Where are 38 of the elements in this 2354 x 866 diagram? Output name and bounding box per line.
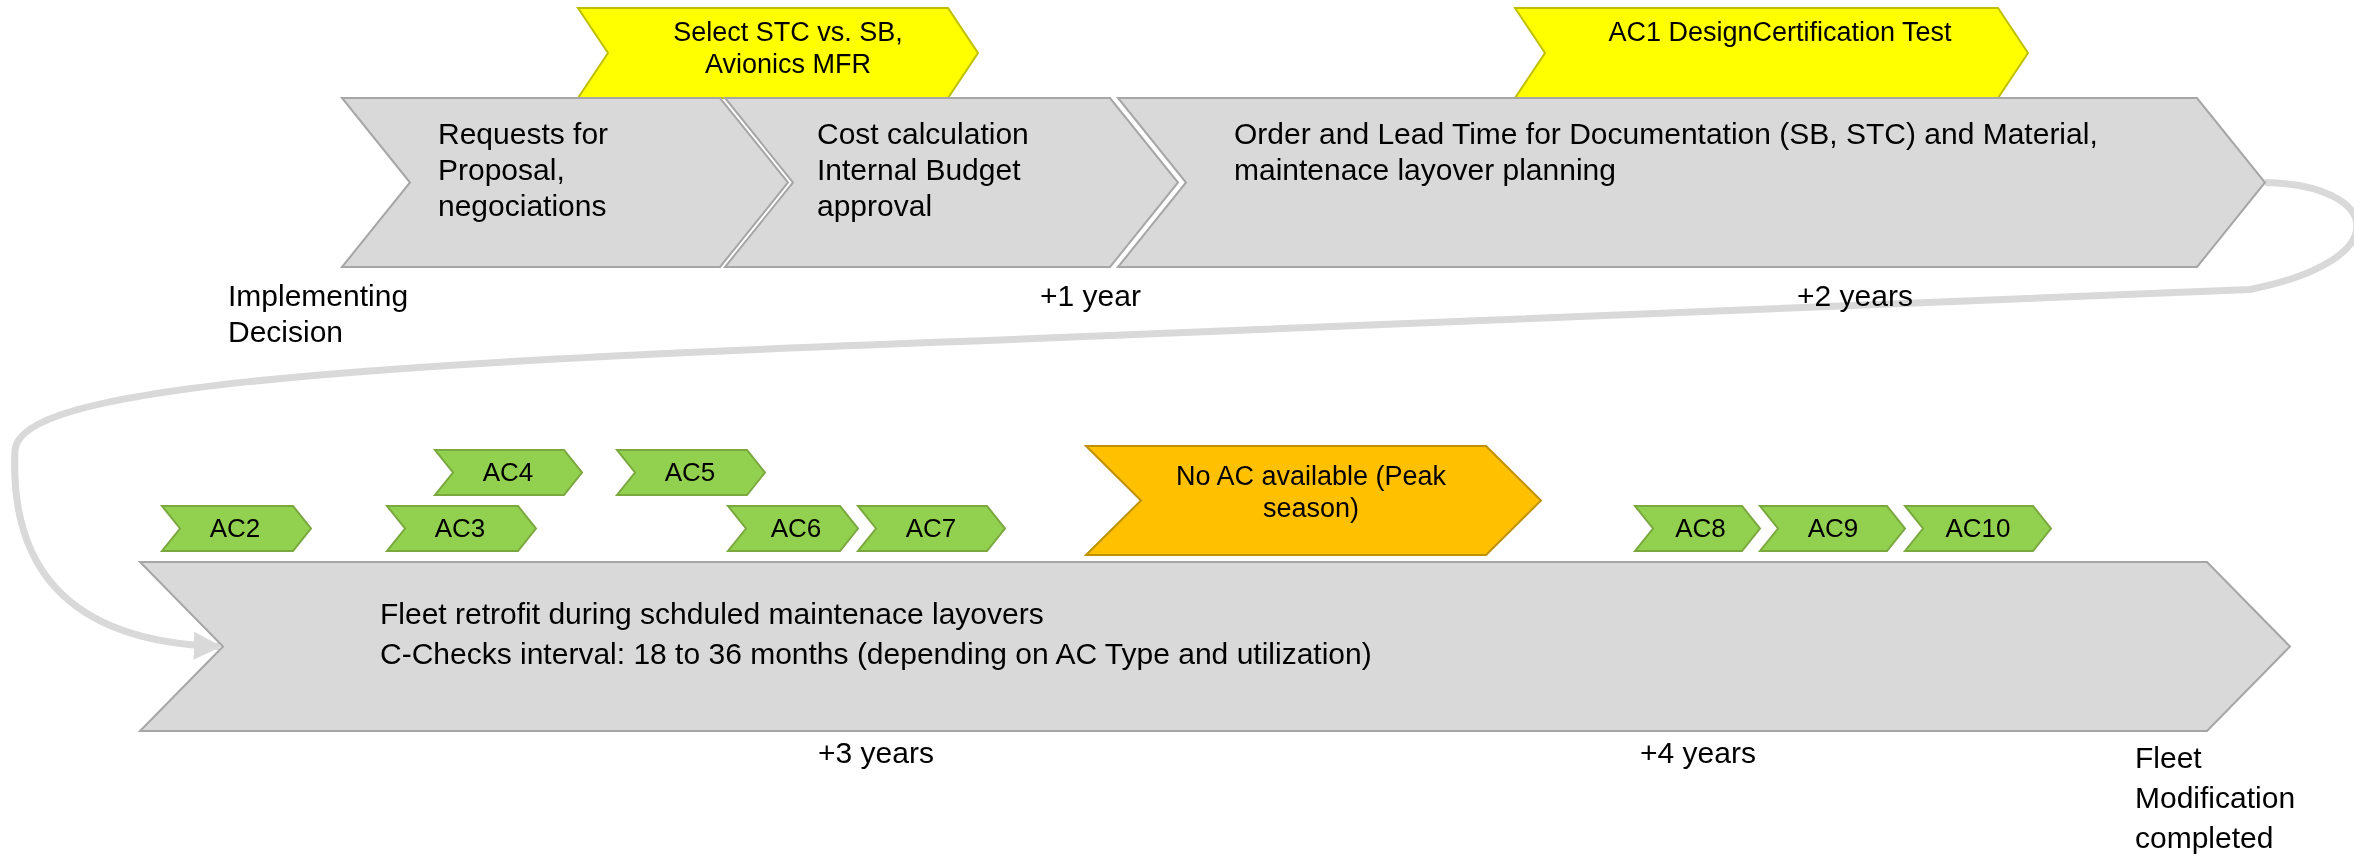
chevron-text: Select STC vs. SB, Avionics MFR [672,16,904,81]
aircraft-slot [617,450,765,495]
chevron-text: AC9 [1806,513,1860,545]
aircraft-slot [1760,506,1905,551]
timeline-label: Fleet Modification completed [2135,740,2297,856]
chevron-text: AC4 [481,457,535,489]
chevron-text: AC7 [904,513,958,545]
timeline-label: Implementing Decision [228,278,410,350]
aircraft-slot [162,506,311,551]
timeline-label: +4 years [1640,735,1756,771]
chevron-text: AC3 [433,513,487,545]
aircraft-slot [1635,506,1760,551]
timeline-phase [342,98,788,267]
aircraft-slot [858,506,1005,551]
timeline-label: +3 years [818,735,934,771]
milestone-tag [578,8,978,98]
chevron-text: No AC available (Peak season) [1174,460,1448,525]
timeline-label: +2 years [1797,278,1913,314]
aircraft-slot [435,450,582,495]
chevron-text: Cost calculation Internal Budget approval [817,116,1030,224]
chevron-text: C-Checks interval: 18 to 36 months (depending on AC Type and utilization) [380,636,1373,672]
chevron-text: AC2 [208,513,262,545]
timeline-phase [725,98,1178,267]
aircraft-slot [728,506,858,551]
chevron-text: Requests for Proposal, negociations [438,116,610,224]
blocked-period [1086,446,1541,555]
chevron-text: AC6 [769,513,823,545]
aircraft-slot [387,506,536,551]
chevron-text: AC8 [1674,513,1727,545]
aircraft-slot [1905,506,2051,551]
chevron-text: Order and Lead Time for Documentation (SB, STC) and Material, maintenace layover planning [1234,116,2099,188]
chevron-text: AC10 [1944,513,2012,545]
chevron-text: AC1 DesignCertification Test [1607,16,1953,49]
curved-arrow [11,179,2354,659]
chevron-text: Fleet retrofit during schduled maintenace layovers [380,596,1045,632]
chevron-text: AC5 [663,457,717,489]
timeline-label: +1 year [1040,278,1141,314]
timeline-phase [140,562,2290,731]
